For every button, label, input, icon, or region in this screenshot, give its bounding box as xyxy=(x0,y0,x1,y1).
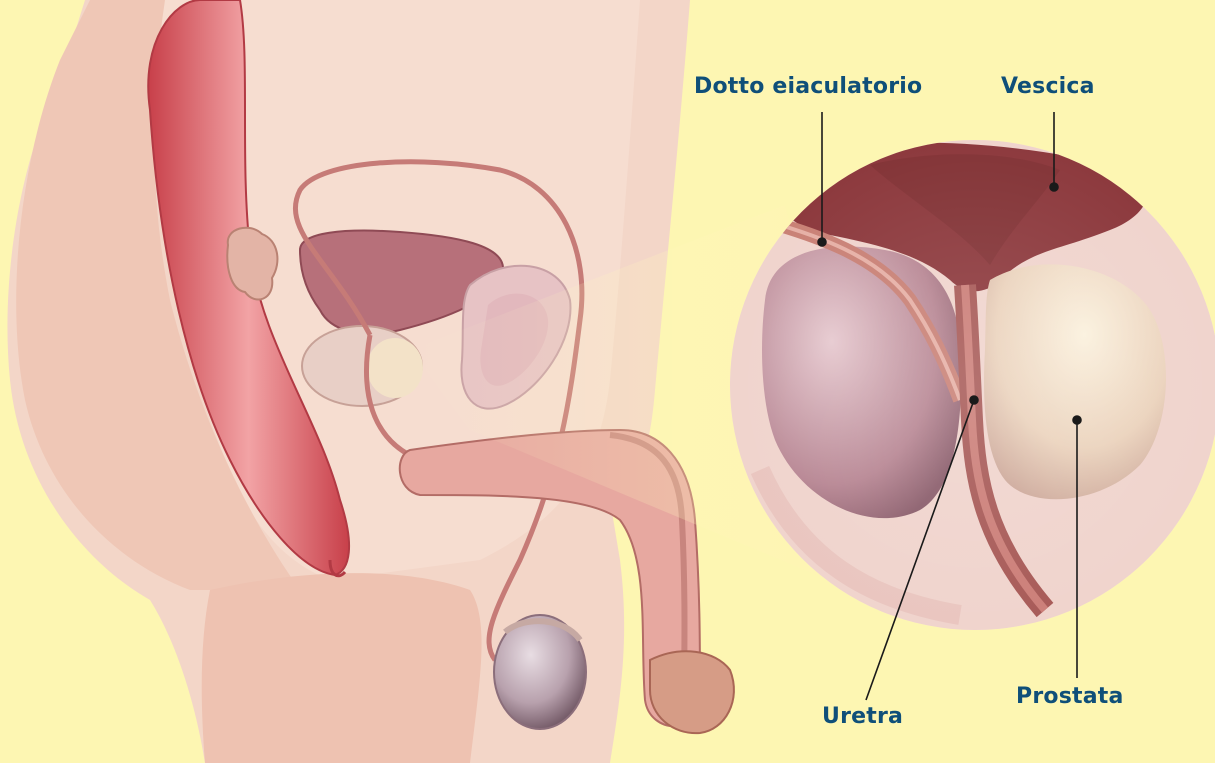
label-urethra: Uretra xyxy=(822,704,903,729)
label-prostate: Prostata xyxy=(1016,684,1124,709)
label-bladder: Vescica xyxy=(1001,74,1095,99)
thigh xyxy=(202,573,482,763)
label-ejaculatory-duct: Dotto eiaculatorio xyxy=(694,74,922,99)
glans xyxy=(650,651,734,733)
